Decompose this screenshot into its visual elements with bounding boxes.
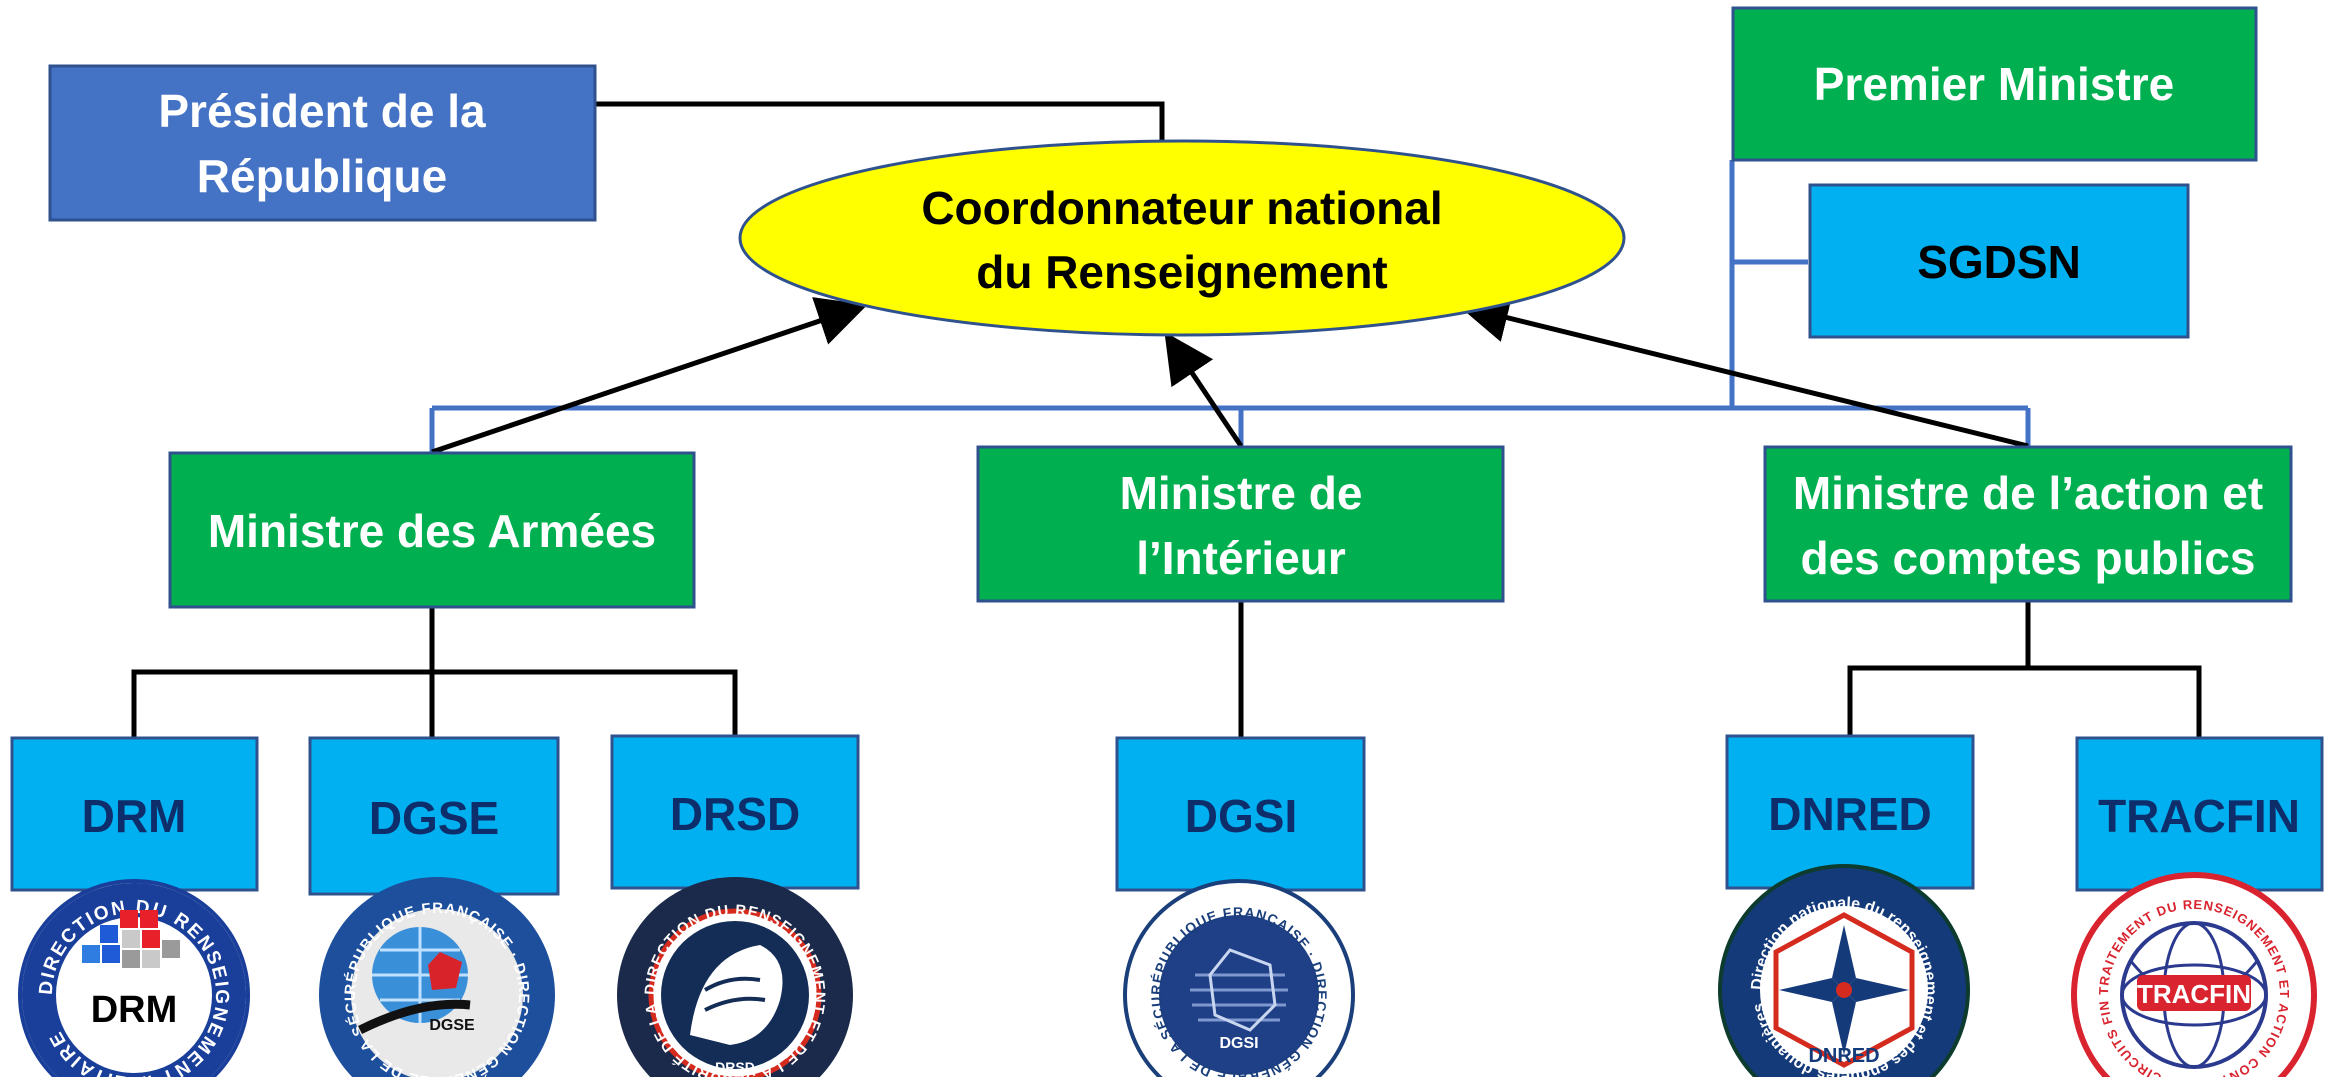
dnred-seal: Direction nationale du renseignement et … <box>1718 864 1970 1077</box>
president-box: Président de la République <box>48 64 597 222</box>
coordinator-ellipse: Coordonnateur national du Renseignement <box>738 139 1626 337</box>
drm-pixel-flag-icon <box>82 910 180 968</box>
coordinator-label-line2: du Renseignement <box>976 246 1388 298</box>
dgsi-map-icon <box>1190 948 1288 1032</box>
agency-box-dgse: DGSE <box>308 736 560 896</box>
sgdsn-box: SGDSN <box>1808 183 2190 339</box>
agency-label-tracfin: TRACFIN <box>2098 790 2300 842</box>
drm-seal: DIRECTION DU RENSEIGNEMENT MILITAIRE DRM <box>18 879 250 1077</box>
coordinator-label-line1: Coordonnateur national <box>921 182 1442 234</box>
ministre-action-comptes-box: Ministre de l’action et des comptes publ… <box>1763 445 2293 603</box>
ministre-interieur-box: Ministre de l’Intérieur <box>976 445 1505 603</box>
president-coordinator-line <box>595 101 1165 140</box>
dnred-seal-inner-text: DNRED <box>1808 1045 1879 1067</box>
ministre-armees-box: Ministre des Armées <box>168 451 696 609</box>
president-label-line2: République <box>197 150 447 202</box>
drsd-lion-icon <box>690 945 783 1045</box>
action-branch <box>1847 665 2202 738</box>
premier-ministre-label: Premier Ministre <box>1814 58 2174 110</box>
ministre-interieur-label-line2: l’Intérieur <box>1136 532 1346 584</box>
arrow-action-coordinator <box>1458 293 2029 449</box>
tracfin-globe-icon <box>2120 921 2268 1069</box>
agency-box-drsd: DRSD <box>610 734 860 890</box>
dgse-globe-icon <box>357 927 471 1035</box>
drm-seal-inner-text: DRM <box>91 989 178 1031</box>
dnred-compass-icon <box>1779 925 1909 1055</box>
agency-box-dgsi: DGSI <box>1115 736 1366 892</box>
sgdsn-label: SGDSN <box>1917 236 2081 288</box>
dgsi-seal-inner-text: DGSI <box>1219 1035 1258 1052</box>
agency-box-drm: DRM <box>10 736 259 892</box>
tracfin-seal-inner-text: TRACFIN <box>2137 979 2251 1009</box>
ministre-action-label-line2: des comptes publics <box>1800 532 2255 584</box>
connectors <box>131 101 2202 738</box>
drsd-seal-inner-text: DRSD <box>715 1059 755 1075</box>
dgse-seal-inner-text: DGSE <box>429 1017 475 1034</box>
premier-ministre-box: Premier Ministre <box>1731 6 2258 162</box>
agency-label-dnred: DNRED <box>1768 788 1932 840</box>
arrow-interieur-coordinator <box>1164 331 1244 448</box>
arrow-armees-coordinator <box>431 297 868 455</box>
armees-branch <box>131 669 738 738</box>
ministre-action-label-line1: Ministre de l’action et <box>1793 467 2263 519</box>
agency-label-drm: DRM <box>82 790 187 842</box>
agency-label-dgsi: DGSI <box>1185 790 1297 842</box>
president-label-line1: Président de la <box>158 85 486 137</box>
agency-box-tracfin: TRACFIN <box>2075 736 2324 892</box>
agency-label-drsd: DRSD <box>670 788 800 840</box>
agency-box-dnred: DNRED <box>1725 734 1975 890</box>
ministre-interieur-label-line1: Ministre de <box>1120 467 1363 519</box>
ministre-armees-label: Ministre des Armées <box>208 505 656 557</box>
agency-label-dgse: DGSE <box>369 792 499 844</box>
